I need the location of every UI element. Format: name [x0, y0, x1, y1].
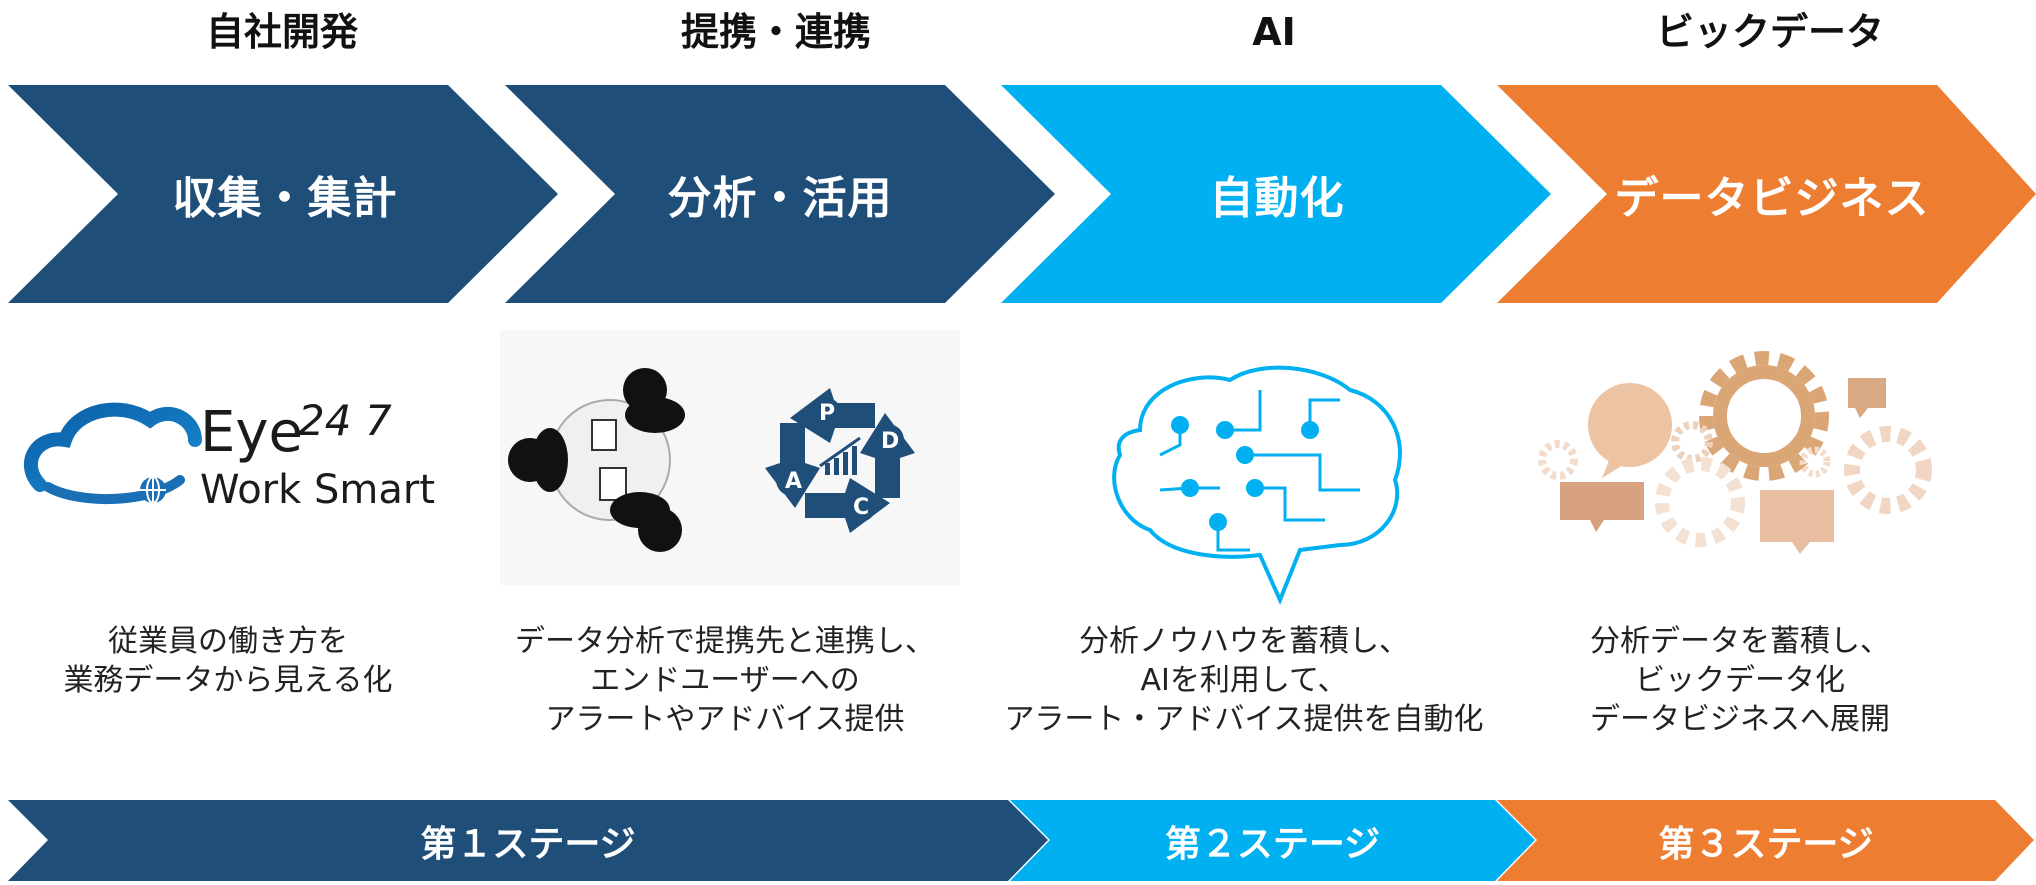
top-label-partnership: 提携・連携 — [680, 10, 871, 54]
chevron-label-analyze: 分析・活用 — [667, 173, 893, 224]
meeting-and-pdca-icon: P D C A — [500, 330, 960, 585]
chevron-label-automate: 自動化 — [1209, 173, 1345, 224]
svg-text:Work Smart: Work Smart — [200, 467, 435, 513]
svg-text:Eye: Eye — [200, 400, 303, 465]
svg-text:P: P — [819, 401, 835, 426]
description-collect: 従業員の働き方を 業務データから見える化 — [63, 624, 393, 698]
chevron-label-collect: 収集・集計 — [172, 173, 398, 224]
stage-bar — [0, 800, 2036, 881]
description-analyze: データ分析で提携先と連携し、 エンドユーザーへの アラートやアドバイス提供 — [515, 624, 935, 737]
svg-text:7: 7 — [365, 396, 392, 445]
description-data-business: 分析データを蓄積し、 ビックデータ化 データビジネスへ展開 — [1590, 624, 1890, 737]
chevron-label-data-business: データビジネス — [1614, 173, 1930, 224]
stage-2-arrow — [1010, 800, 1535, 881]
eye247-work-smart-logo: Eye 24 7 Work Smart — [20, 395, 440, 525]
top-label-in-house: 自社開発 — [205, 10, 358, 54]
svg-text:24: 24 — [298, 396, 351, 445]
chevron-collect — [8, 85, 568, 303]
chevron-automate — [1001, 85, 1561, 303]
stage-1-label: 第１ステージ — [420, 823, 636, 865]
svg-text:A: A — [785, 469, 802, 494]
chevron-analyze — [505, 85, 1065, 303]
stage-2-label: 第２ステージ — [1164, 823, 1381, 865]
svg-text:C: C — [853, 495, 869, 520]
top-label-ai: AI — [1252, 10, 1296, 54]
top-label-big-data: ビックデータ — [1655, 10, 1884, 54]
stage-1-arrow — [8, 800, 1048, 881]
description-automate: 分析ノウハウを蓄積し、 AIを利用して、 アラート・アドバイス提供を自動化 — [1004, 624, 1484, 737]
chevron-data-business — [1497, 85, 2036, 303]
stage-3-label: 第３ステージ — [1658, 823, 1874, 865]
svg-text:D: D — [881, 429, 899, 454]
stage-3-arrow — [1497, 800, 2034, 881]
gears-and-speech-bubbles-icon — [1530, 350, 1950, 565]
ai-brain-circuit-icon — [1100, 360, 1410, 610]
